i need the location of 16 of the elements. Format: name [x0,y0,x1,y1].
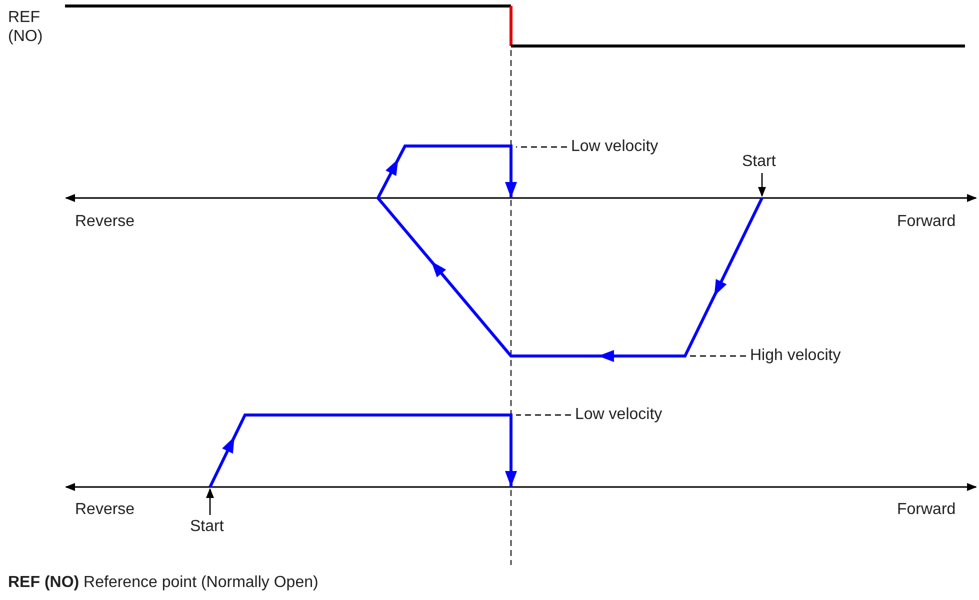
legend-note: REF (NO) Reference point (Normally Open) [8,573,318,592]
leader-line [516,146,567,148]
callout-label: High velocity [750,346,841,365]
leader-line [206,488,214,515]
leader-line [690,355,746,357]
callout-label: Start [190,517,224,536]
leader-line [758,173,766,197]
axis-label: Forward [897,500,956,519]
axis-label: Forward [897,212,956,231]
leader-line [516,414,571,416]
callout-label: Start [742,152,776,171]
callout-label: Low velocity [575,405,662,424]
reference-signal-label: REF (NO) [8,8,44,46]
axis-label: Reverse [75,212,135,231]
callout-label: Low velocity [571,137,658,156]
axis-label: Reverse [75,500,135,519]
